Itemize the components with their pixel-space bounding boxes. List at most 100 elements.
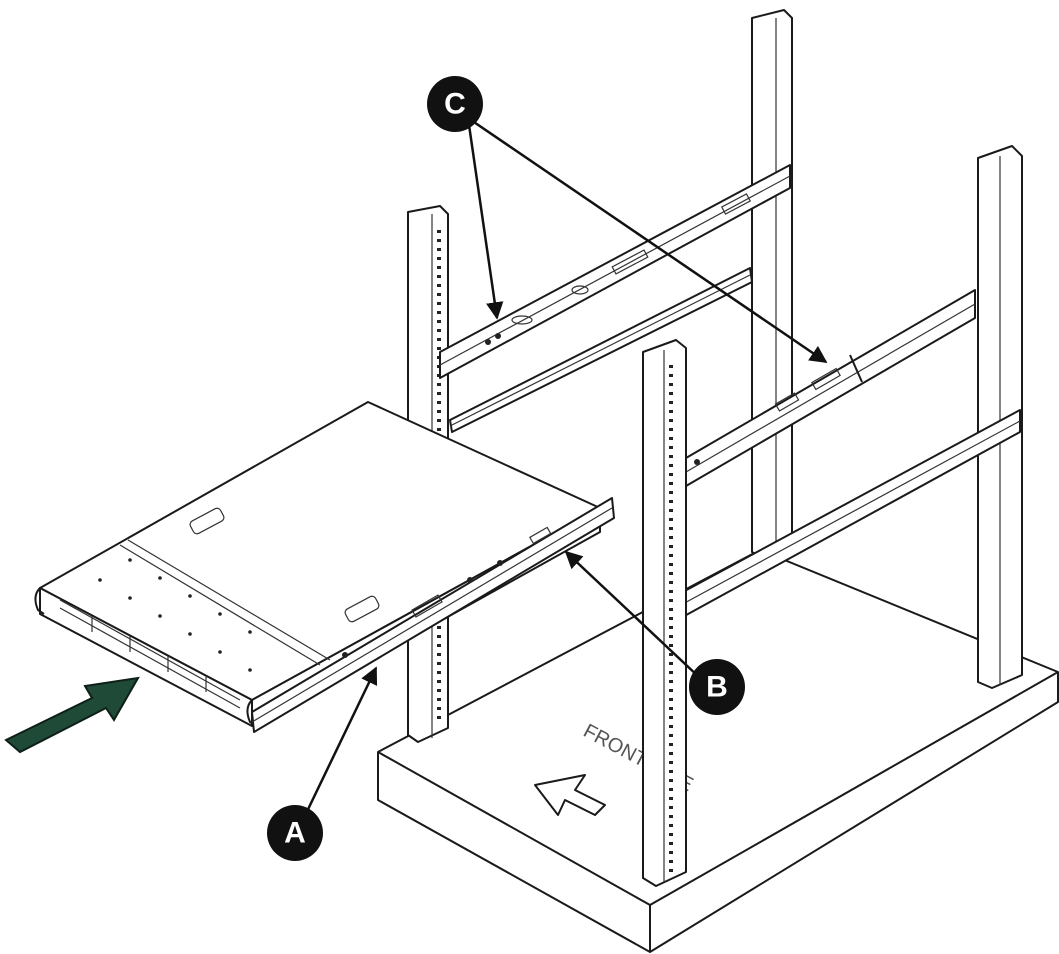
callout-a: A (267, 805, 323, 861)
chassis-dot (218, 650, 222, 654)
post-hole (437, 230, 441, 233)
post-hole (669, 734, 673, 737)
post-hole (669, 626, 673, 629)
post-hole (437, 716, 441, 719)
post-hole (669, 761, 673, 764)
post-hole (669, 824, 673, 827)
callout-b-leader (564, 550, 701, 679)
rear-right-post (751, 9, 793, 559)
front-direction-arrow (534, 774, 606, 816)
post-hole (437, 257, 441, 260)
post-hole (669, 563, 673, 566)
chassis-dot (188, 594, 192, 598)
post-hole (669, 500, 673, 503)
chassis-dot (158, 614, 162, 618)
post-hole (669, 851, 673, 854)
post-hole (669, 590, 673, 593)
callout-a-label: A (284, 817, 306, 850)
post-hole (669, 419, 673, 422)
post-hole (437, 239, 441, 242)
post-hole (437, 302, 441, 305)
post-hole (437, 293, 441, 296)
post-hole (669, 482, 673, 485)
post-hole (669, 545, 673, 548)
chassis-dot (158, 576, 162, 580)
post-hole (669, 797, 673, 800)
callout-c-label: C (444, 88, 466, 121)
post-hole (437, 392, 441, 395)
chassis-dot (128, 558, 132, 562)
post-hole (669, 725, 673, 728)
post-hole (437, 626, 441, 629)
callout-b: B (689, 659, 745, 715)
post-hole (669, 437, 673, 440)
post-hole (669, 770, 673, 773)
post-hole (669, 635, 673, 638)
front-left-post (642, 339, 687, 887)
left-rack-rail (439, 164, 791, 379)
post-hole (437, 347, 441, 350)
post-hole (437, 419, 441, 422)
post-hole (437, 266, 441, 269)
post-hole (669, 653, 673, 656)
post-hole (669, 365, 673, 368)
rear-guide-rail (449, 267, 753, 433)
push-direction-arrow (4, 676, 140, 754)
post-hole (669, 554, 673, 557)
rack-base (377, 549, 1059, 953)
post-hole (669, 473, 673, 476)
post-hole (437, 338, 441, 341)
post-hole (669, 842, 673, 845)
post-hole (437, 680, 441, 683)
post-hole (437, 401, 441, 404)
post-hole (669, 527, 673, 530)
post-hole (669, 752, 673, 755)
post-hole (669, 806, 673, 809)
chassis-dot (188, 632, 192, 636)
post-hole (669, 644, 673, 647)
post-hole (437, 329, 441, 332)
post-hole (437, 644, 441, 647)
post-hole (669, 509, 673, 512)
post-hole (669, 401, 673, 404)
post-hole (669, 518, 673, 521)
chassis-rail (251, 497, 615, 733)
post-hole (669, 374, 673, 377)
post-hole (669, 536, 673, 539)
post-hole (669, 815, 673, 818)
callout-b-label: B (706, 671, 728, 704)
post-hole (669, 671, 673, 674)
callout-c: C (427, 76, 483, 132)
post-hole (669, 833, 673, 836)
post-hole (437, 662, 441, 665)
chassis-dot (248, 668, 252, 672)
post-hole (669, 788, 673, 791)
callout-a-leader (298, 666, 378, 827)
post-hole (669, 689, 673, 692)
post-hole (437, 311, 441, 314)
post-hole (669, 581, 673, 584)
post-hole (669, 617, 673, 620)
post-hole (669, 743, 673, 746)
post-hole (669, 608, 673, 611)
post-hole (669, 662, 673, 665)
post-hole (669, 779, 673, 782)
callout-c-leader-left (466, 117, 504, 320)
post-hole (437, 698, 441, 701)
post-hole (669, 392, 673, 395)
front-right-post (977, 145, 1023, 689)
post-hole (437, 707, 441, 710)
post-hole (437, 428, 441, 431)
post-hole (669, 455, 673, 458)
post-hole (437, 320, 441, 323)
post-hole (669, 491, 673, 494)
post-hole (669, 446, 673, 449)
post-hole (669, 860, 673, 863)
callout-c-leader-right (467, 116, 828, 364)
chassis-dot (98, 578, 102, 582)
post-hole (437, 248, 441, 251)
post-hole (437, 383, 441, 386)
chassis-dot (128, 596, 132, 600)
post-hole (669, 716, 673, 719)
post-hole (437, 689, 441, 692)
